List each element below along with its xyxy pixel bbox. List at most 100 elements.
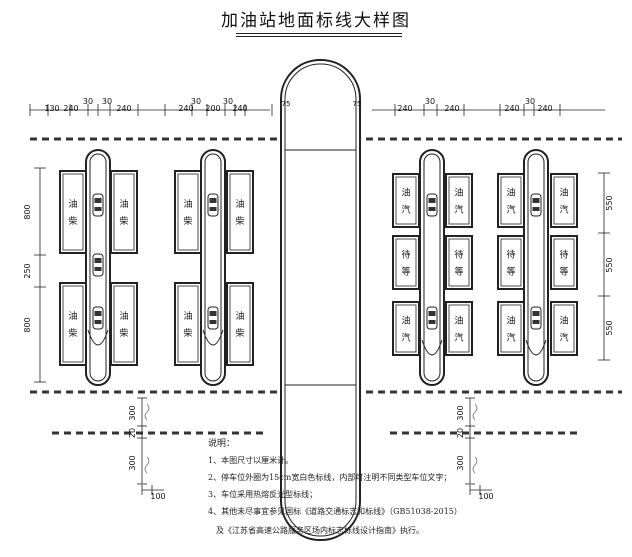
dim-bottom-right-break-mark — [472, 403, 478, 421]
parking-label: 汽 — [401, 332, 410, 344]
parking-box — [392, 235, 420, 290]
parking-label: 油 — [68, 198, 77, 210]
parking-label: 等 — [401, 266, 410, 278]
parking-label: 油 — [454, 187, 463, 199]
nozzle-mark — [421, 339, 443, 356]
parking-box — [110, 282, 138, 366]
parking-box-inner — [229, 173, 251, 251]
dim-label-top: 200 — [205, 104, 220, 113]
parking-box-inner — [395, 304, 417, 353]
notes-block: 说明： 1、本图尺寸以厘米计。 2、停车位外圈为15cm宽白色标线，内部可注明不… — [208, 438, 508, 537]
dim-label-bottom: 300 — [456, 455, 465, 470]
vehicle-icon-window — [94, 198, 102, 203]
vehicle-icon — [92, 306, 104, 330]
vehicle-icon — [207, 193, 219, 217]
dim-label-top: 240 — [178, 104, 193, 113]
dim-label-right: 550 — [605, 195, 614, 210]
parking-box — [497, 301, 525, 356]
note-item-4: 4、其他未尽事宜参见国标《道路交通标志和标线》（GB51038-2015） — [208, 507, 462, 516]
note-item-5: 及《江苏省高速公路服务区场内标志标线设计指南》执行。 — [216, 526, 424, 535]
vehicle-icon — [207, 306, 219, 330]
parking-label: 汽 — [454, 204, 463, 216]
title-underline — [236, 33, 402, 34]
dim-label-bottom: 300 — [456, 405, 465, 420]
vehicle-icon-rear — [94, 207, 102, 211]
vehicle-icon — [92, 253, 104, 277]
note-item-3: 3、车位采用热熔反光型标线； — [208, 490, 318, 499]
parking-box-inner — [62, 173, 84, 251]
central-island-inner — [284, 63, 357, 537]
parking-label: 柴 — [119, 327, 128, 339]
parking-box-inner — [448, 176, 470, 225]
dim-bottom-left-break-mark — [144, 456, 150, 474]
parking-box-inner — [553, 304, 575, 353]
parking-box-inner — [395, 238, 417, 287]
dim-label-top: 240 — [232, 104, 247, 113]
parking-label: 待 — [559, 249, 568, 261]
dim-label-top: 240 — [444, 104, 459, 113]
dim-label-top: 30 — [83, 97, 93, 106]
parking-label: 待 — [506, 249, 515, 261]
dim-label-top: 240 — [63, 104, 78, 113]
dim-label-island: 75 — [282, 100, 291, 108]
dim-label-right: 550 — [605, 320, 614, 335]
parking-label: 油 — [119, 310, 128, 322]
dim-label-bottom: 300 — [128, 405, 137, 420]
dim-label-bottom: 300 — [128, 455, 137, 470]
dim-label-top: 30 — [525, 97, 535, 106]
parking-label: 汽 — [506, 204, 515, 216]
nozzle-mark — [87, 329, 109, 346]
dim-label-bottom-h: 100 — [150, 492, 165, 501]
dim-label-bottom-h: 100 — [478, 492, 493, 501]
parking-label: 油 — [559, 187, 568, 199]
parking-box — [445, 173, 473, 228]
parking-label: 汽 — [454, 332, 463, 344]
parking-label: 油 — [559, 315, 568, 327]
vehicle-icon — [530, 306, 542, 330]
parking-box — [174, 170, 202, 254]
parking-label: 油 — [235, 198, 244, 210]
parking-box-inner — [177, 173, 199, 251]
parking-box-inner — [448, 304, 470, 353]
drawing-title: 加油站地面标线大样图 — [221, 11, 411, 31]
pump-island-inner — [527, 153, 545, 382]
vehicle-icon-window — [532, 198, 540, 203]
parking-box — [550, 235, 578, 290]
parking-box — [226, 170, 254, 254]
vehicle-icon-rear — [209, 207, 217, 211]
nozzle-mark — [202, 329, 224, 346]
parking-label: 汽 — [506, 332, 515, 344]
note-item-2: 2、停车位外圈为15cm宽白色标线，内部可注明不同类型车位文字； — [208, 473, 452, 482]
title-underline-double — [236, 36, 402, 37]
parking-label: 油 — [401, 315, 410, 327]
parking-label: 柴 — [68, 215, 77, 227]
parking-label: 油 — [506, 315, 515, 327]
parking-label: 待 — [401, 249, 410, 261]
vehicle-icon-window — [532, 311, 540, 316]
pump-island-inner — [423, 153, 441, 382]
parking-label: 等 — [506, 266, 515, 278]
vehicle-icon-window — [94, 311, 102, 316]
vehicle-icon — [426, 306, 438, 330]
parking-box-inner — [113, 173, 135, 251]
parking-label: 柴 — [68, 327, 77, 339]
dim-label-left: 800 — [23, 317, 32, 332]
parking-label: 柴 — [235, 327, 244, 339]
note-item-1: 1、本图尺寸以厘米计。 — [208, 456, 294, 465]
parking-box — [392, 173, 420, 228]
parking-box — [445, 301, 473, 356]
parking-label: 油 — [401, 187, 410, 199]
parking-box-inner — [553, 238, 575, 287]
vehicle-icon-rear — [94, 267, 102, 271]
parking-label: 汽 — [559, 332, 568, 344]
parking-label: 油 — [119, 198, 128, 210]
vehicle-icon-rear — [428, 207, 436, 211]
dim-label-top: 30 — [102, 97, 112, 106]
vehicle-icon-rear — [94, 320, 102, 324]
parking-box — [59, 282, 87, 366]
parking-box-inner — [229, 285, 251, 363]
parking-label: 柴 — [183, 215, 192, 227]
parking-label: 油 — [183, 310, 192, 322]
